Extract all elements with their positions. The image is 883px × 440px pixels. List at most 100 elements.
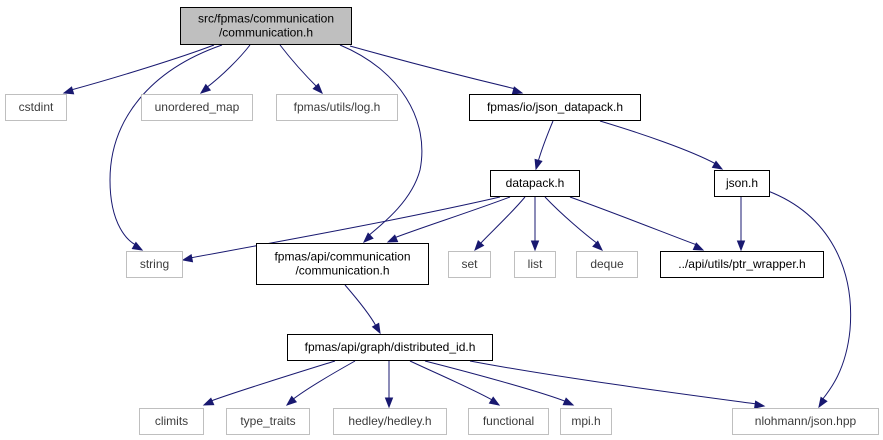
edge-distributed_id-to-nlohmann <box>469 360 766 409</box>
node-box <box>514 251 556 278</box>
node-label: cstdint <box>19 100 54 114</box>
node-box <box>333 408 447 435</box>
node-box <box>490 170 580 197</box>
edge-datapack-to-ptr_wrapper <box>569 196 705 251</box>
edge-distributed_id-to-type_traits <box>285 360 356 406</box>
node-nlohmann: nlohmann/json.hpp <box>732 408 879 435</box>
node-box <box>468 408 549 435</box>
arrowhead-icon <box>692 242 705 251</box>
node-ptr-wrapper[interactable]: ../api/utils/ptr_wrapper.h <box>660 251 824 278</box>
node-set: set <box>448 251 491 278</box>
edge-root-to-json_datapack <box>349 45 524 95</box>
node-distributed-id[interactable]: fpmas/api/graph/distributed_id.h <box>287 334 493 361</box>
arrowhead-icon <box>754 400 766 409</box>
edge-line <box>537 120 554 163</box>
node-label: functional <box>483 414 534 428</box>
arrowhead-icon <box>736 240 746 252</box>
node-label: deque <box>590 257 624 271</box>
edge-datapack-to-list <box>530 197 540 252</box>
node-label: fpmas/api/communication <box>274 250 410 264</box>
node-box <box>276 94 398 121</box>
node-label: fpmas/api/graph/distributed_id.h <box>305 340 476 354</box>
node-functional: functional <box>468 408 549 435</box>
arrowhead-icon <box>592 240 604 251</box>
node-string: string <box>126 251 183 278</box>
edge-datapack-to-string <box>181 196 501 263</box>
node-hedley: hedley/hedley.h <box>333 408 447 435</box>
edge-root-to-string <box>109 44 223 251</box>
arrowhead-icon <box>181 253 194 263</box>
arrowhead-icon <box>488 396 501 406</box>
node-label: list <box>528 257 543 271</box>
node-type-traits: type_traits <box>226 408 310 435</box>
edge-line <box>599 120 717 165</box>
node-box <box>660 251 824 278</box>
arrowhead-icon <box>818 396 828 409</box>
node-box <box>226 408 310 435</box>
arrowhead-icon <box>530 240 540 252</box>
node-box <box>287 334 493 361</box>
arrowhead-icon <box>562 397 575 406</box>
arrowhead-icon <box>202 397 215 406</box>
node-label: mpi.h <box>571 414 600 428</box>
edge-root-to-cstdint <box>62 44 215 95</box>
edge-line <box>767 190 852 401</box>
node-label: /communication.h <box>219 26 313 40</box>
edge-datapack-to-deque <box>544 196 604 251</box>
edge-json_datapack-to-datapack <box>534 120 554 171</box>
edge-line <box>544 196 599 245</box>
edge-datapack-to-api_comm <box>386 196 511 243</box>
edge-line <box>189 196 501 259</box>
node-root[interactable]: src/fpmas/communication/communication.h <box>180 7 352 45</box>
arrowhead-icon <box>384 397 394 409</box>
node-cstdint: cstdint <box>5 94 67 121</box>
node-box <box>732 408 879 435</box>
node-box <box>560 408 612 435</box>
node-datapack[interactable]: datapack.h <box>490 170 580 197</box>
node-label: datapack.h <box>506 176 565 190</box>
edge-api_comm-to-distributed_id <box>344 284 381 335</box>
arrowhead-icon <box>711 160 724 170</box>
node-label: string <box>140 257 169 271</box>
node-log: fpmas/utils/log.h <box>276 94 398 121</box>
edge-root-to-unordered_map <box>199 44 251 94</box>
node-box <box>576 251 638 278</box>
node-json-h[interactable]: json.h <box>714 170 770 197</box>
edge-distributed_id-to-mpi <box>424 360 575 406</box>
edge-json_h-to-ptr_wrapper <box>736 197 746 252</box>
edge-line <box>291 360 356 401</box>
node-label: src/fpmas/communication <box>198 12 334 26</box>
node-box <box>448 251 491 278</box>
arrowhead-icon <box>534 158 543 171</box>
edge-line <box>70 44 215 91</box>
edge-line <box>569 196 698 246</box>
node-box <box>126 251 183 278</box>
edge-distributed_id-to-climits <box>202 360 336 406</box>
edge-distributed_id-to-functional <box>409 360 501 406</box>
arrowhead-icon <box>285 395 298 406</box>
arrowhead-icon <box>312 83 323 95</box>
edge-root-to-api_comm <box>339 44 423 243</box>
arrowhead-icon <box>131 241 144 251</box>
node-box <box>141 94 253 121</box>
arrowhead-icon <box>511 86 524 95</box>
node-label: type_traits <box>240 414 295 428</box>
header-nodes: src/fpmas/communication/communication.h c… <box>5 7 879 435</box>
edge-line <box>205 44 251 89</box>
node-label: json.h <box>725 176 758 190</box>
node-label: set <box>461 257 478 271</box>
node-box <box>180 7 352 45</box>
node-list: list <box>514 251 556 278</box>
node-box <box>5 94 67 121</box>
edge-root-to-log <box>279 44 323 95</box>
arrowhead-icon <box>386 234 399 243</box>
edge-line <box>349 45 517 90</box>
node-api-comm[interactable]: fpmas/api/communication/communication.h <box>256 243 429 285</box>
edge-line <box>279 44 319 89</box>
edge-line <box>344 284 377 327</box>
edge-line <box>393 196 511 239</box>
node-json-datapack[interactable]: fpmas/io/json_datapack.h <box>469 94 641 121</box>
node-label: fpmas/io/json_datapack.h <box>487 100 623 114</box>
arrowhead-icon <box>362 232 374 243</box>
